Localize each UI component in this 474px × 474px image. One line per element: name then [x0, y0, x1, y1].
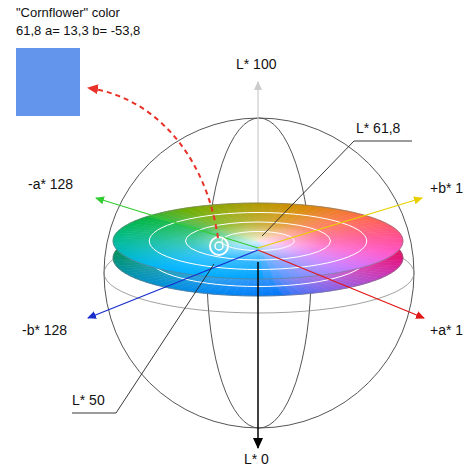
axis-label: +a* 1: [430, 322, 463, 339]
axis-label: -b* 128: [22, 322, 67, 339]
axis-label: +b* 1: [430, 180, 463, 197]
axis-pos-b: [258, 198, 422, 248]
axis-neg-a: [96, 198, 258, 248]
callout-label: L* 50: [72, 392, 105, 409]
color-marker: [210, 237, 228, 255]
color-swatch: [16, 48, 80, 116]
swatch-heading: 61,8 a= 13,3 b= -53,8: [16, 22, 143, 40]
disc-ring: [149, 213, 367, 270]
leader-line: [72, 264, 214, 413]
pointer-arrow: [88, 88, 218, 238]
sphere-outline: [104, 118, 414, 428]
axis-pos-a: [258, 250, 424, 318]
callout-label: L* 61,8: [356, 120, 400, 137]
leader-line: [262, 141, 412, 236]
swatch-heading: "Cornflower" color: [16, 4, 143, 22]
l-axis-bottom: [257, 262, 259, 448]
axis-neg-b: [88, 250, 258, 318]
axis-label: L* 100: [236, 56, 276, 73]
axis-label: -a* 128: [28, 176, 73, 193]
disc-ring: [186, 222, 331, 260]
color-marker: [215, 242, 223, 250]
color-swatch-box: "Cornflower" color61,8 a= 13,3 b= -53,8: [16, 4, 143, 116]
axis-label: L* 0: [244, 451, 269, 468]
